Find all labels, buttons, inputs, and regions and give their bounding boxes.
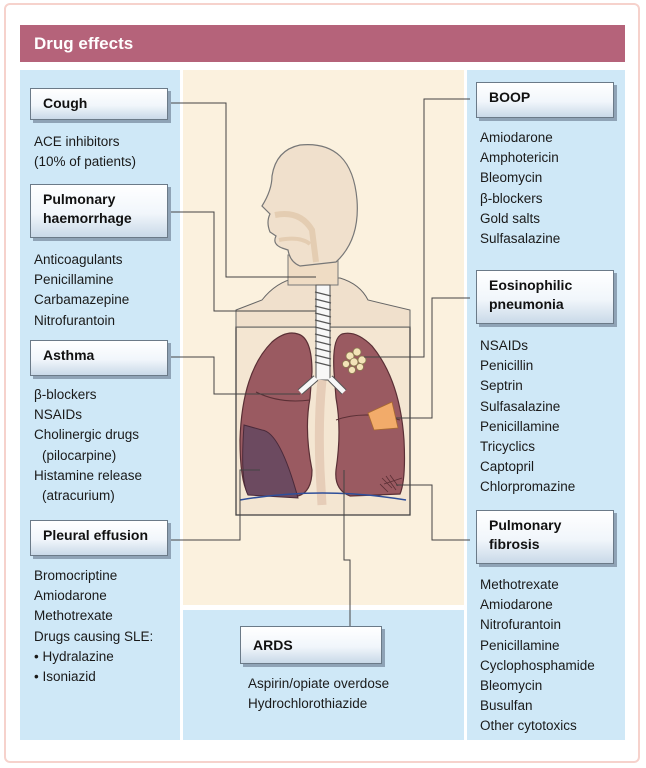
figure-title: Drug effects: [34, 34, 134, 53]
list-item: (atracurium): [42, 488, 115, 504]
list-item: Tricyclics: [480, 439, 535, 455]
list-item: Bleomycin: [480, 170, 543, 186]
upper-airway: [274, 211, 319, 263]
list-item: Chlorpromazine: [480, 479, 576, 495]
list-item: ACE inhibitors: [34, 134, 120, 149]
left-panel: [20, 70, 180, 740]
trachea-rings: [314, 291, 332, 367]
list-item: Drugs causing SLE:: [34, 628, 154, 644]
list-item: Aspirin/opiate overdose: [248, 676, 390, 691]
list-item: Penicillin: [480, 358, 534, 374]
right-panel: [467, 70, 625, 740]
list-item: (10% of patients): [34, 154, 137, 170]
asthma-label: Asthma: [30, 340, 168, 376]
list-item: Sulfasalazine: [480, 231, 561, 247]
list-item: β-blockers: [34, 387, 97, 402]
boop-drug-list: Amiodarone Amphotericin Bleomycin β-bloc…: [480, 128, 560, 249]
list-item: Carbamazepine: [34, 292, 130, 308]
list-item: Anticoagulants: [34, 252, 123, 267]
pulmonary-haemorrhage-label: Pulmonary haemorrhage: [30, 184, 168, 238]
eosinophilic-infiltrate: [367, 401, 399, 431]
list-item: Bleomycin: [480, 678, 543, 694]
pulmonary-fibrosis-label: Pulmonary fibrosis: [476, 510, 614, 564]
fibrosis-marks: [379, 474, 403, 493]
pulmonary-fibrosis-drug-list: Methotrexate Amiodarone Nitrofurantoin P…: [480, 575, 595, 737]
list-item: Sulfasalazine: [480, 398, 561, 414]
list-item: Cholinergic drugs: [34, 427, 140, 443]
list-item: Penicillamine: [480, 418, 560, 434]
list-item: Cyclophosphamide: [480, 657, 595, 673]
list-item: • Isoniazid: [34, 669, 96, 685]
list-item: Methotrexate: [480, 577, 559, 592]
pleural-effusion-label: Pleural effusion: [30, 520, 168, 556]
oesophagus: [314, 379, 327, 506]
connector-lines: [170, 98, 470, 630]
right-lung-lower-lobe: [242, 424, 299, 499]
boop-label: BOOP: [476, 82, 614, 118]
nodular-opacity: [342, 347, 367, 374]
list-item: • Hydralazine: [34, 648, 114, 664]
list-item: Amphotericin: [480, 150, 559, 166]
ards-drug-list: Aspirin/opiate overdose Hydrochlorothiaz…: [248, 674, 389, 714]
head: [261, 144, 358, 267]
list-item: Penicillamine: [34, 272, 114, 288]
list-item: Amiodarone: [480, 597, 553, 613]
list-item: NSAIDs: [480, 338, 529, 353]
list-item: Captopril: [480, 459, 535, 475]
cough-label: Cough: [30, 88, 168, 120]
asthma-drug-list: β-blockers NSAIDs Cholinergic drugs (pil…: [34, 385, 142, 506]
pleural-effusion-drug-list: Bromocriptine Amiodarone Methotrexate Dr…: [34, 566, 153, 687]
list-item: (pilocarpine): [42, 447, 117, 463]
list-item: Histamine release: [34, 467, 143, 483]
list-item: Other cytotoxics: [480, 718, 577, 734]
list-item: β-blockers: [480, 190, 543, 206]
figure-header: Drug effects: [20, 25, 625, 62]
list-item: Nitrofurantoin: [34, 312, 116, 328]
list-item: Gold salts: [480, 210, 541, 226]
ards-label: ARDS: [240, 626, 382, 664]
list-item: Methotrexate: [34, 608, 113, 624]
list-item: Bromocriptine: [34, 568, 118, 583]
list-item: Hydrochlorothiazide: [248, 696, 368, 712]
list-item: Busulfan: [480, 698, 533, 714]
cough-drug-list: ACE inhibitors (10% of patients): [34, 132, 136, 172]
eosinophilic-pneumonia-label: Eosinophilic pneumonia: [476, 270, 614, 324]
eosinophilic-pneumonia-drug-list: NSAIDs Penicillin Septrin Sulfasalazine …: [480, 336, 575, 498]
pulmonary-haemorrhage-drug-list: Anticoagulants Penicillamine Carbamazepi…: [34, 250, 129, 331]
diaphragm: [239, 492, 407, 501]
list-item: NSAIDs: [34, 407, 83, 423]
list-item: Penicillamine: [480, 637, 560, 653]
list-item: Amiodarone: [34, 588, 107, 604]
list-item: Amiodarone: [480, 130, 553, 145]
list-item: Septrin: [480, 378, 523, 394]
list-item: Nitrofurantoin: [480, 617, 562, 633]
